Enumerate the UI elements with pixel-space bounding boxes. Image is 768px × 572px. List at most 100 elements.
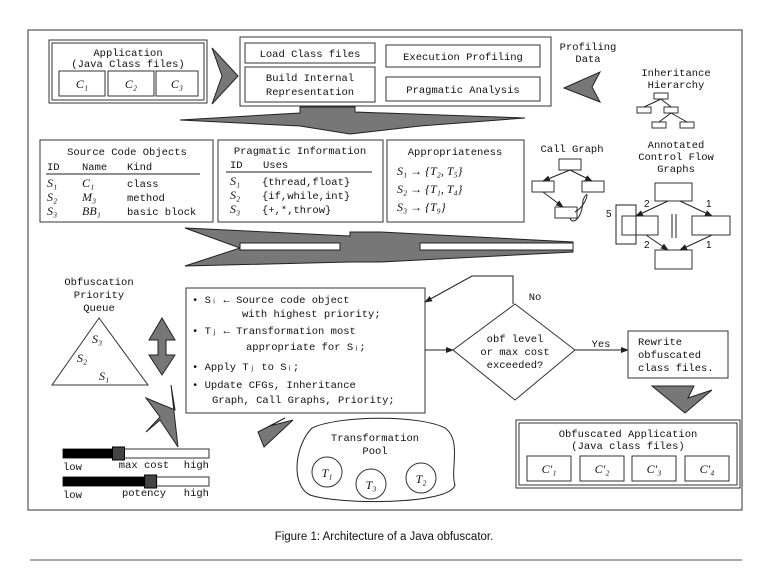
cell: M₃ [81,190,96,204]
cell: S₃ [47,204,57,218]
table-title: Pragmatic Information [234,146,366,158]
merge-arrow-icon [179,106,526,135]
obf-class: C′₁ [542,462,557,476]
load-class-files: Load Class files [260,49,361,61]
col-uses: Uses [263,160,288,172]
transformation-t2: T₂ [416,472,427,486]
pragmatic-analysis: Pragmatic Analysis [406,85,519,97]
slider-high-label: high [184,460,209,472]
obf-app-subtitle: (Java class files) [571,441,684,453]
double-arrow-icon [148,317,176,376]
col-name: Name [82,162,107,174]
queue-item: S₁ [99,369,109,383]
slider-input-arrow-icon [144,384,179,448]
decision-diamond [452,303,576,401]
slider-thumb[interactable] [111,446,125,461]
step-line: • Apply Tⱼ to Sᵢ; [192,362,299,374]
algorithm-box [185,287,426,414]
application-title: Application [93,48,162,60]
edge-label: 2 [644,199,650,210]
call-graph-icon [531,158,605,222]
priority-queue-triangle [51,317,149,386]
execution-profiling: Execution Profiling [403,52,523,64]
no-label: No [529,292,542,304]
edge-label: 1 [706,199,712,210]
slider-max-cost[interactable]: low max cost high [62,446,210,474]
slider-fill [63,477,151,486]
queue-item: S₂ [77,351,87,365]
right-arrow-icon [211,47,239,105]
pool-label-2: Pool [362,446,387,458]
cfg-label: Annotated [648,140,705,152]
down-arrow-icon [650,385,713,414]
queue-label-2: Priority [74,290,124,302]
step-line: • Tⱼ ← Transformation most [192,326,356,338]
slider-low-label: low [63,490,83,502]
class-c3: C₃ [171,77,183,91]
col-kind: Kind [127,162,152,174]
source-code-objects-table: Source Code Objects ID Name Kind S₁ C₁ c… [39,139,214,223]
profiling-data-label: Profiling [560,42,617,54]
inheritance-label: Inheritance [641,68,710,80]
cell: S₂ [230,188,240,202]
cell: S₃ [230,202,240,216]
decision-text: exceeded? [487,360,544,372]
obf-class: C′₂ [595,462,610,476]
queue-label-3: Queue [83,303,115,315]
yes-label: Yes [592,339,611,351]
slider-high-label: high [184,488,209,500]
edge-label: 2 [644,240,650,251]
slider-thumb[interactable] [144,474,158,489]
slider-low-label: low [63,462,83,474]
inheritance-tree-icon [636,92,695,129]
cell: S₁ → {T₂, T₅} [397,164,463,178]
cell: class [127,179,159,191]
slider-label: potency [122,488,166,500]
merge-arrow-2-icon [184,227,574,267]
cell: {+,*,throw} [262,205,331,217]
transformation-pool [296,417,456,503]
control-flow-graph-icon: 2 1 5 2 1 [606,182,731,270]
queue-label: Obfuscation [64,277,133,289]
application-subtitle: (Java Class files) [71,59,184,71]
col-id: ID [47,162,60,174]
profiling-data-label-2: Data [575,54,600,66]
class-c1: C₁ [76,77,88,91]
call-graph-label: Call Graph [540,144,603,156]
slider-label: max cost [119,460,169,472]
left-arrow-icon [562,70,602,103]
slider-fill [63,449,119,458]
queue-item: S₃ [92,332,102,346]
rewrite-text: obfuscated [638,350,701,362]
step-line: with highest priority; [242,309,381,321]
table-title: Appropriateness [408,147,503,159]
rewrite-text: Rewrite [638,337,682,349]
step-line: • Update CFGs, Inheritance [192,380,356,392]
obf-app-title: Obfuscated Application [559,429,698,441]
cell: S₁ [230,174,240,188]
col-id: ID [230,160,243,172]
build-internal-line1: Build Internal [266,73,354,85]
inheritance-label-2: Hierarchy [648,80,705,92]
edge-label: 5 [606,209,612,220]
transformation-t1: T₁ [322,466,333,480]
step-line: • Sᵢ ← Source code object [192,295,350,307]
table-title: Source Code Objects [67,147,187,159]
cfg-label-3: Graphs [657,164,695,176]
obf-class: C′₄ [700,462,715,476]
application-box: Application (Java Class files) C₁ C₂ C₃ [48,39,208,104]
cfg-label-2: Control Flow [638,152,714,164]
edge-label: 1 [706,240,712,251]
decision-text: or max cost [480,347,549,359]
cell: S₃ → {T₉} [397,200,446,214]
rewrite-box [627,330,729,379]
slider-potency[interactable]: low potency high [62,474,210,502]
analysis-box: Load Class files Build Internal Represen… [239,36,552,107]
cell: S₂ [47,190,57,204]
class-c2: C₂ [125,77,137,91]
cell: method [127,193,165,205]
step-line: appropriate for Sᵢ; [246,342,366,354]
pragmatic-information-table: Pragmatic Information ID Uses S₁ {thread… [217,139,384,223]
cell: C₁ [82,176,94,190]
